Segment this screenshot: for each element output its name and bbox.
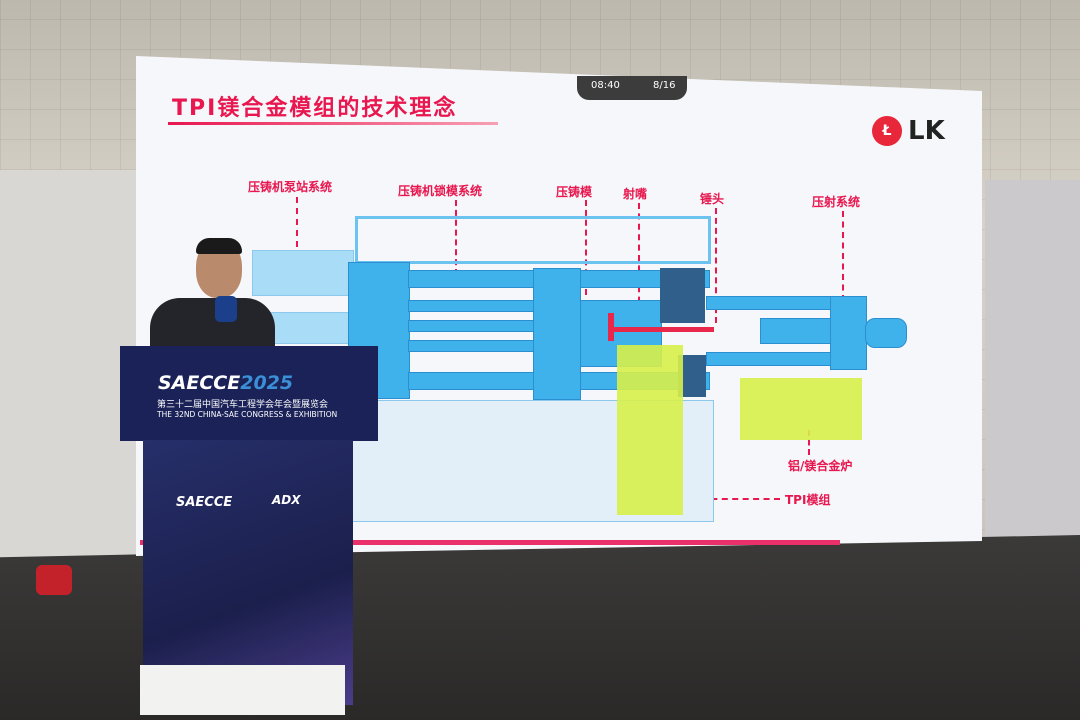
label-hammer: 锤头 [700, 192, 725, 206]
label-tpi-module: TPI模组 [785, 493, 831, 507]
label-clamping: 压铸机锁模系统 [398, 184, 483, 198]
label-die: 压铸模 [556, 185, 593, 199]
title-underline [168, 122, 498, 125]
leader-line [455, 200, 457, 275]
right-wall [985, 180, 1080, 540]
label-injection: 压射系统 [812, 195, 861, 209]
podium [143, 440, 353, 705]
podium-subtitle-cn: 第三十二届中国汽车工程学会年会暨展览会 [157, 400, 329, 410]
brand-year: 2025 [240, 372, 294, 394]
page-counter: 8/16 [653, 80, 676, 91]
label-pump-station: 压铸机泵站系统 [248, 180, 333, 194]
logo-text: LK [908, 116, 945, 146]
podium-subtitle-en: THE 32ND CHINA-SAE CONGRESS & EXHIBITION [157, 410, 338, 419]
screen-bottom-bar [140, 540, 840, 545]
leader-line [585, 200, 587, 295]
leader-line [638, 203, 640, 313]
podium-base [140, 665, 345, 715]
presenter-timer: 08:40 8/16 [577, 76, 687, 100]
podium-header [120, 346, 378, 441]
leader-line [842, 211, 844, 301]
microphone [215, 296, 237, 322]
left-wall [0, 170, 140, 590]
timer-clock: 08:40 [591, 80, 620, 91]
label-nozzle: 射嘴 [623, 187, 648, 201]
leader-line [715, 208, 717, 323]
podium-logo-left: SAECCE [176, 495, 233, 510]
leader-line [680, 498, 780, 500]
leader-line [808, 430, 810, 455]
podium-logo-right: ADX [272, 493, 301, 507]
brand-text: SAECCE [158, 372, 241, 394]
podium-brand: SAECCE2025 [158, 372, 293, 394]
speaker-hair [196, 238, 242, 254]
label-furnace: 铝/镁合金炉 [788, 459, 853, 473]
fire-extinguisher [36, 565, 72, 595]
logo-mark-icon: Ł [872, 116, 902, 146]
leader-line [296, 197, 298, 247]
slide-title: TPI镁合金模组的技术理念 [172, 96, 458, 121]
company-logo: Ł LK [872, 116, 952, 148]
